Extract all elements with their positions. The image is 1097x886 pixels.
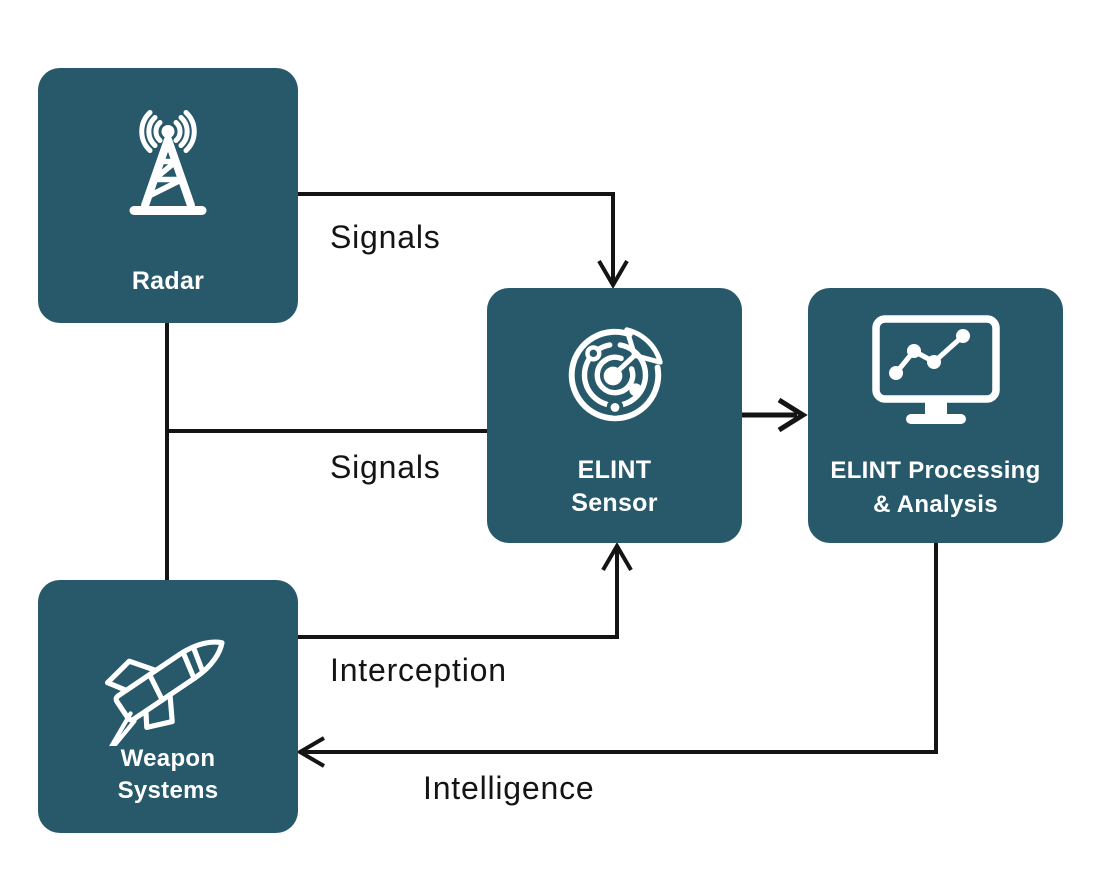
monitor-chart-icon [866, 310, 1006, 432]
edge-sensor-to-processing-arrowhead [777, 397, 808, 433]
edge-label-signals-left: Signals [330, 449, 441, 485]
node-elint-processing-analysis: ELINT Processing & Analysis [808, 288, 1063, 543]
missile-icon [68, 596, 268, 746]
radio-tower-icon [118, 108, 218, 226]
edge-processing-to-weapon-line [304, 543, 938, 754]
edge-label-interception: Interception [330, 652, 507, 688]
node-weapon-systems: Weapon Systems [38, 580, 298, 833]
node-label-weapon-systems: Weapon Systems [117, 745, 219, 804]
edge-label-signals-top: Signals [330, 219, 441, 255]
node-label-elint-sensor: ELINT Sensor [571, 456, 658, 517]
node-elint-sensor: ELINT Sensor [487, 288, 742, 543]
edge-radar-to-sensor-top-line [298, 192, 615, 281]
edge-weapon-to-sensor-arrowhead [601, 542, 633, 572]
node-radar: Radar [38, 68, 298, 323]
edge-radar-to-sensor-top-arrowhead [597, 259, 629, 289]
edge-label-intelligence: Intelligence [423, 770, 595, 806]
radar-scope-icon [556, 316, 674, 434]
edge-weapon-to-sensor-line [298, 550, 619, 639]
node-label-radar: Radar [131, 267, 205, 295]
node-label-elint-processing-analysis: ELINT Processing & Analysis [830, 457, 1041, 518]
edge-processing-to-weapon-arrowhead [296, 736, 326, 768]
